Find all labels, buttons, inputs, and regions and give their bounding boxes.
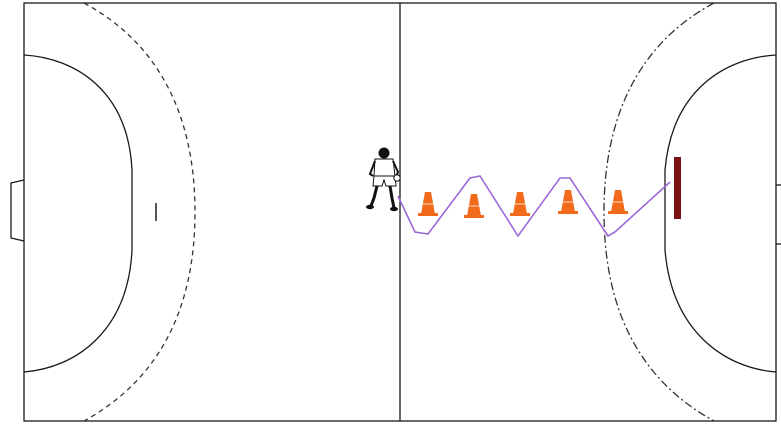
cone (558, 190, 578, 214)
cone (608, 190, 628, 214)
cone (418, 192, 438, 216)
player-shoe-right (390, 207, 398, 211)
player-leg-right (390, 186, 394, 208)
cone (510, 192, 530, 216)
right-goal-area-line (665, 55, 776, 372)
player-leg-left (371, 186, 377, 206)
cone (464, 194, 484, 218)
player-shoe-left (366, 205, 374, 209)
dribble-path (398, 176, 670, 236)
left-free-throw-line (84, 3, 195, 421)
goal-marker (674, 157, 681, 219)
player-shorts (373, 176, 396, 186)
left-goal-area-line (24, 55, 132, 372)
ball (394, 175, 400, 181)
left-goal (11, 180, 24, 241)
player-head (379, 148, 390, 159)
player-figure (366, 148, 400, 212)
player-shirt (374, 159, 395, 176)
